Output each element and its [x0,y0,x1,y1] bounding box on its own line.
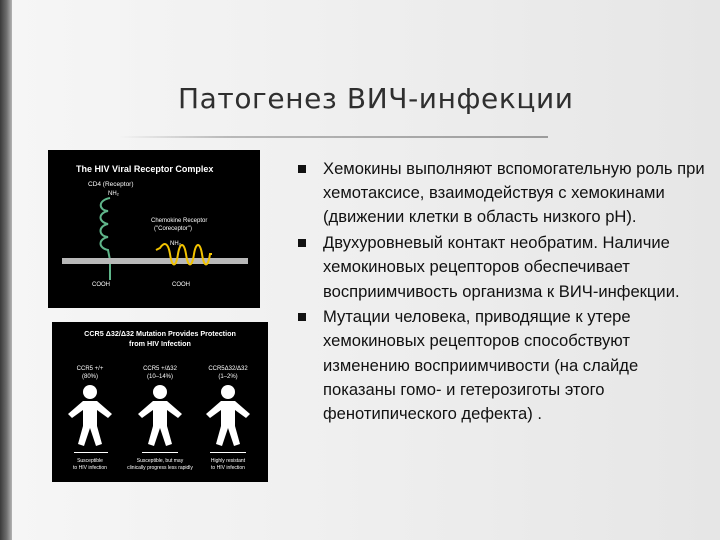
bullet-list: Хемокины выполняют вспомогательную роль … [296,157,712,428]
coreceptor-nh2-label: NH₂ [170,241,182,247]
mutation-title-line1: CCR5 Δ32/Δ32 Mutation Provides Protectio… [84,329,236,338]
bullet-text: Мутации человека, приводящие к утере хем… [323,307,639,424]
human-figure-icon [68,385,112,446]
bullet-item: Мутации человека, приводящие к утере хем… [296,305,712,426]
cd4-cooh-label: COOH [92,282,110,288]
outcome-caption: to HIV infection [211,465,245,471]
square-bullet-icon [298,313,306,322]
cd4-nh2-label: NH₂ [108,191,120,197]
bullet-text: Хемокины выполняют вспомогательную роль … [323,159,705,227]
frequency-label: (80%) [82,374,98,380]
outcome-caption: clinically progress less rapidly [127,465,193,471]
frequency-label: (1–2%) [218,374,237,380]
outcome-caption: Highly resistant [211,458,246,464]
ccr5-mutation-figure: CCR5 Δ32/Δ32 Mutation Provides Protectio… [52,322,268,482]
mutation-title-line2: from HIV Infection [129,339,191,348]
left-accent-bar [0,0,12,540]
cd4-receptor-shape [99,197,111,280]
genotype-label: CCR5 +/+ [77,366,104,372]
genotype-label: CCR5Δ32/Δ32 [208,366,248,372]
cell-membrane [62,258,248,264]
bullet-item: Двухуровневый контакт необратим. Наличие… [296,231,712,304]
coreceptor-label-line2: ("Coreceptor") [154,226,192,232]
frequency-label: (10–14%) [147,374,173,380]
hiv-receptor-complex-figure: The HIV Viral Receptor Complex CD4 (Rece… [48,150,260,308]
title-underline [120,136,548,138]
coreceptor-label-line1: Chemokine Receptor [151,218,207,224]
bullet-text: Двухуровневый контакт необратим. Наличие… [323,233,680,301]
ccr5-mutation-diagram: CCR5 Δ32/Δ32 Mutation Provides Protectio… [68,329,250,471]
receptor-figure-title: The HIV Viral Receptor Complex [76,164,213,174]
caption-divider [74,452,108,453]
coreceptor-cooh-label: COOH [172,282,190,288]
cd4-label: CD4 (Receptor) [88,181,134,188]
human-figure-icon [138,385,182,446]
genotype-label: CCR5 +/Δ32 [143,366,178,372]
coreceptor-shape [155,243,212,266]
square-bullet-icon [298,165,306,173]
human-figure-icon [206,385,250,446]
bullet-item: Хемокины выполняют вспомогательную роль … [296,157,712,230]
outcome-caption: Susceptible [77,458,103,464]
outcome-caption: Susceptible, but may [137,458,184,464]
receptor-diagram: The HIV Viral Receptor Complex CD4 (Rece… [62,164,248,288]
caption-divider [210,452,246,453]
slide-title: Патогенез ВИЧ-инфекции [178,82,574,115]
square-bullet-icon [298,239,306,248]
caption-divider [142,452,178,453]
outcome-caption: to HIV infection [73,465,107,471]
